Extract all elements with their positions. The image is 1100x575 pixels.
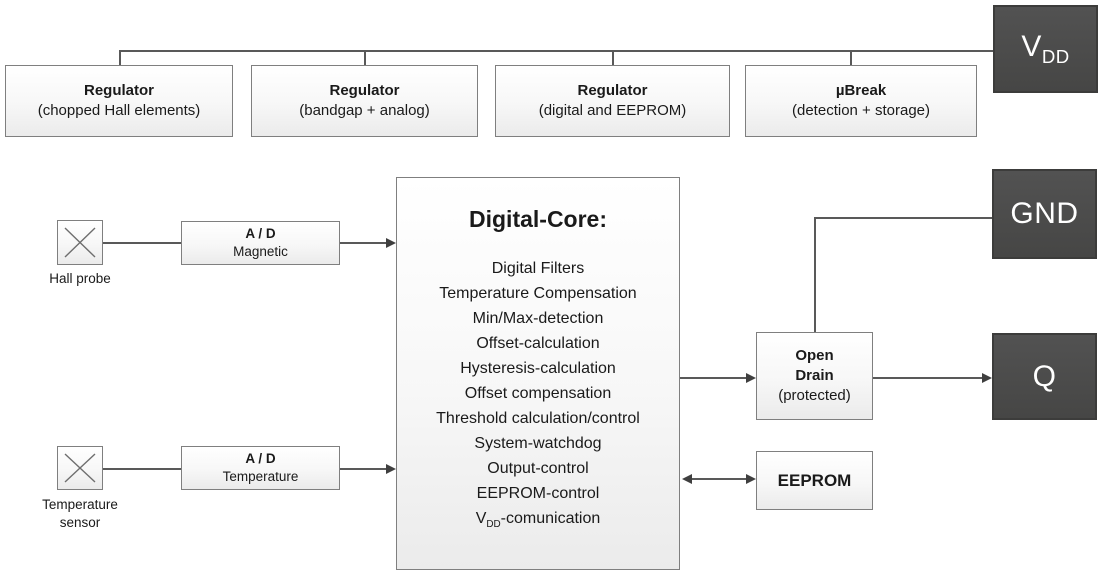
connector-adc-magnetic-to-core xyxy=(340,242,388,244)
pin-vdd: VDD xyxy=(993,5,1098,93)
eeprom-label: EEPROM xyxy=(777,470,852,490)
arrowhead-adc-magnetic-to-core xyxy=(386,238,396,248)
connector-bus-stub-regulator3 xyxy=(612,50,614,65)
temperature-sensor-label-line1: Temperature xyxy=(42,497,118,512)
connector-adc-temperature-to-core xyxy=(340,468,388,470)
regulator-bandgap-subtitle: (bandgap + analog) xyxy=(299,102,430,119)
digital-core-title: Digital-Core: xyxy=(469,206,607,232)
regulator-hall-subtitle: (chopped Hall elements) xyxy=(37,102,201,119)
pin-vdd-label: VDD xyxy=(1021,30,1070,67)
core-item-vdd-communication: VDD-comunication xyxy=(475,510,601,531)
connector-bus-stub-ubreak xyxy=(850,50,852,65)
open-drain-line3: (protected) xyxy=(778,387,851,404)
cross-icon xyxy=(64,453,96,483)
adc-temperature-line2: Temperature xyxy=(222,469,299,484)
box-regulator-hall: Regulator (chopped Hall elements) xyxy=(5,65,233,137)
arrowhead-eeprom-to-core xyxy=(682,474,692,484)
regulator-bandgap-title: Regulator xyxy=(329,82,400,99)
digital-core-function-list: Digital Filters Temperature Compensation… xyxy=(436,256,640,537)
box-adc-temperature: A / D Temperature xyxy=(181,446,340,490)
core-item: Hysteresis-calculation xyxy=(460,360,616,377)
box-adc-magnetic: A / D Magnetic xyxy=(181,221,340,265)
core-item: Threshold calculation/control xyxy=(436,410,640,427)
connector-tempsensor-to-adc xyxy=(103,468,181,470)
arrowhead-adc-temperature-to-core xyxy=(386,464,396,474)
connector-core-to-eeprom xyxy=(690,478,748,480)
box-open-drain: Open Drain (protected) xyxy=(756,332,873,420)
arrowhead-opendrain-to-q xyxy=(982,373,992,383)
pin-gnd-label: GND xyxy=(1010,197,1079,230)
box-ubreak: µBreak (detection + storage) xyxy=(745,65,977,137)
adc-magnetic-line1: A / D xyxy=(245,226,276,241)
cross-icon xyxy=(64,227,96,258)
temperature-sensor-symbol xyxy=(57,446,103,490)
connector-bus-stub-regulator1 xyxy=(119,50,121,65)
box-regulator-bandgap: Regulator (bandgap + analog) xyxy=(251,65,478,137)
connector-opendrain-to-gnd-vertical xyxy=(814,217,816,332)
pin-gnd: GND xyxy=(992,169,1097,259)
open-drain-line1: Open xyxy=(795,347,834,364)
core-item: Digital Filters xyxy=(491,260,585,277)
box-digital-core: Digital-Core: Digital Filters Temperatur… xyxy=(396,177,680,570)
core-item: Output-control xyxy=(487,460,589,477)
core-item: Offset-calculation xyxy=(476,335,600,352)
core-item: EEPROM-control xyxy=(476,485,600,502)
regulator-hall-title: Regulator xyxy=(83,82,154,99)
regulator-digital-title: Regulator xyxy=(577,82,648,99)
core-item: Offset compensation xyxy=(464,385,612,402)
open-drain-line2: Drain xyxy=(795,367,834,384)
arrowhead-core-to-eeprom xyxy=(746,474,756,484)
ubreak-title: µBreak xyxy=(835,82,887,99)
connector-vdd-bus xyxy=(119,50,993,52)
core-item: Min/Max-detection xyxy=(472,310,604,327)
pin-q-label: Q xyxy=(1032,359,1057,393)
hall-probe-symbol xyxy=(57,220,103,265)
arrowhead-core-to-opendrain xyxy=(746,373,756,383)
adc-temperature-line1: A / D xyxy=(245,451,276,466)
temperature-sensor-label: Temperature sensor xyxy=(10,496,150,532)
hall-probe-label: Hall probe xyxy=(49,271,111,286)
regulator-digital-subtitle: (digital and EEPROM) xyxy=(538,102,687,119)
ubreak-subtitle: (detection + storage) xyxy=(792,102,930,119)
connector-core-to-opendrain xyxy=(680,377,748,379)
connector-bus-stub-regulator2 xyxy=(364,50,366,65)
box-eeprom: EEPROM xyxy=(756,451,873,510)
core-item: Temperature Compensation xyxy=(439,285,637,302)
connector-opendrain-to-q xyxy=(873,377,983,379)
temperature-sensor-label-line2: sensor xyxy=(59,515,101,530)
core-item: System-watchdog xyxy=(474,435,602,452)
box-regulator-digital: Regulator (digital and EEPROM) xyxy=(495,65,730,137)
adc-magnetic-line2: Magnetic xyxy=(233,244,288,259)
pin-q: Q xyxy=(992,333,1097,420)
connector-hallprobe-to-adc xyxy=(103,242,181,244)
connector-opendrain-to-gnd-horizontal xyxy=(814,217,992,219)
